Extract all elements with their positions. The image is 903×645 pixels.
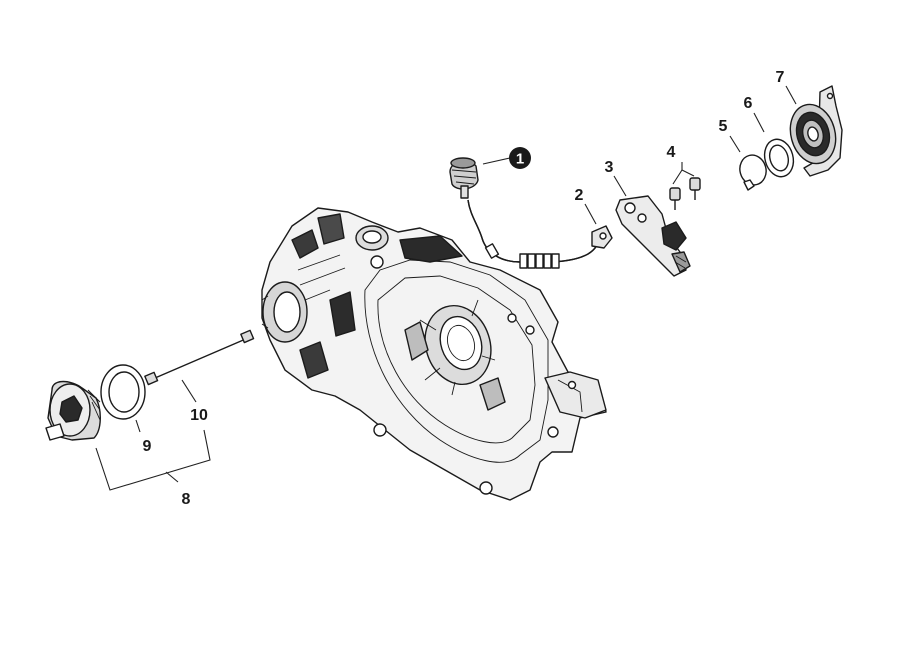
callout-9: 9 bbox=[135, 419, 152, 455]
hose-sleeve bbox=[484, 243, 560, 269]
callout-6-label: 6 bbox=[744, 95, 753, 112]
part-9-o-ring bbox=[100, 364, 146, 420]
part-1-breather-cap bbox=[449, 157, 479, 199]
part-6-washer bbox=[763, 138, 795, 178]
callout-6: 6 bbox=[744, 95, 765, 133]
callout-2-label: 2 bbox=[575, 187, 584, 204]
part-8-cover-plug bbox=[45, 380, 101, 441]
callout-8: 8 bbox=[95, 429, 211, 508]
part-4-bolts bbox=[669, 177, 701, 210]
callout-10-label: 10 bbox=[190, 407, 208, 424]
part-7-bearing bbox=[789, 85, 843, 177]
callout-8-label: 8 bbox=[182, 491, 191, 508]
callout-1-label: 1 bbox=[516, 151, 524, 168]
part-3-actuator bbox=[615, 195, 691, 277]
callout-1: 1 bbox=[482, 147, 531, 169]
part-10-long-bolt bbox=[144, 329, 255, 386]
main-housing bbox=[261, 207, 607, 501]
part-5-circlip bbox=[739, 154, 767, 191]
callout-4: 4 bbox=[667, 144, 695, 185]
callout-1-badge bbox=[509, 147, 531, 169]
part-2-breather-hose bbox=[467, 199, 613, 269]
callout-7: 7 bbox=[776, 69, 797, 105]
callout-3-label: 3 bbox=[605, 159, 614, 176]
callout-5: 5 bbox=[719, 118, 741, 153]
callout-7-label: 7 bbox=[776, 69, 785, 86]
callout-3: 3 bbox=[605, 159, 627, 197]
callout-10: 10 bbox=[181, 379, 208, 424]
callout-4-label: 4 bbox=[667, 144, 676, 161]
callout-9-label: 9 bbox=[143, 438, 152, 455]
callout-2: 2 bbox=[575, 187, 597, 225]
callout-5-label: 5 bbox=[719, 118, 728, 135]
